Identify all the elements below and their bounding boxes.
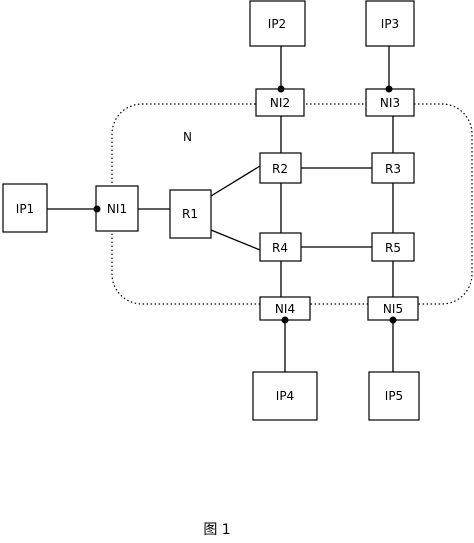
ip4-label: IP4 [276,389,294,403]
r2-label: R2 [272,162,288,176]
ip3-block: IP3 [365,0,415,47]
ni1-block: NI1 [95,185,139,232]
r5-block: R5 [371,232,415,262]
network-boundary [111,103,473,305]
ip5-label: IP5 [385,389,403,403]
r1-block: R1 [169,189,212,239]
r4-label: R4 [272,241,288,255]
connections [47,46,394,372]
ni1-port-dot [93,205,101,213]
ni5-label: NI5 [383,302,403,316]
ip1-label: IP1 [16,202,34,216]
r3-block: R3 [371,152,415,184]
r4-block: R4 [259,232,302,262]
ip2-block: IP2 [249,0,306,47]
link-r1-r4 [210,229,261,251]
r2-block: R2 [259,152,302,184]
ip1-block: IP1 [2,183,48,233]
ip5-block: IP5 [368,371,420,421]
ni4-port-dot [281,316,289,324]
network-label: N [183,130,192,144]
ni1-label: NI1 [107,202,127,216]
ni4-label: NI4 [275,302,295,316]
ni3-block: NI3 [365,88,415,117]
ip3-label: IP3 [381,17,399,31]
ni2-port-dot [277,85,285,93]
ni2-label: NI2 [270,96,290,110]
r5-label: R5 [385,241,401,255]
ni5-port-dot [389,316,397,324]
ip4-block: IP4 [252,371,318,421]
ip2-label: IP2 [268,17,286,31]
ni3-label: NI3 [380,96,400,110]
ni2-block: NI2 [255,88,305,117]
ni5-block: NI5 [367,296,419,321]
link-r1-r2 [210,165,261,197]
r3-label: R3 [385,162,401,176]
ni3-port-dot [385,85,393,93]
figure-caption: 图 1 [203,522,230,538]
r1-label: R1 [182,207,198,221]
